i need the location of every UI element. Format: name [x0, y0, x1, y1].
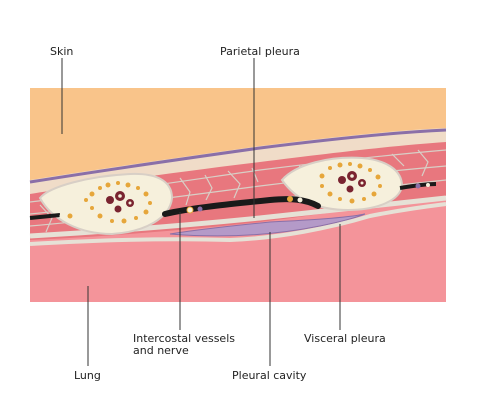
intercostal-vessels	[29, 182, 437, 220]
visceral-pleura-membrane	[29, 202, 447, 246]
dermis-border	[29, 128, 447, 184]
label-skin: Skin	[50, 45, 73, 58]
label-parietal-pleura: Parietal pleura	[220, 45, 300, 58]
label-pleural-cavity: Pleural cavity	[232, 369, 307, 382]
label-intercostal-line1: Intercostal vessels	[133, 332, 235, 345]
pleural-cavity-region	[169, 213, 366, 237]
skin-region	[30, 88, 446, 188]
rib-left	[38, 172, 174, 236]
label-intercostal-line2: and nerve	[133, 344, 189, 357]
label-visceral-pleura: Visceral pleura	[304, 332, 386, 345]
label-lung: Lung	[74, 369, 101, 382]
